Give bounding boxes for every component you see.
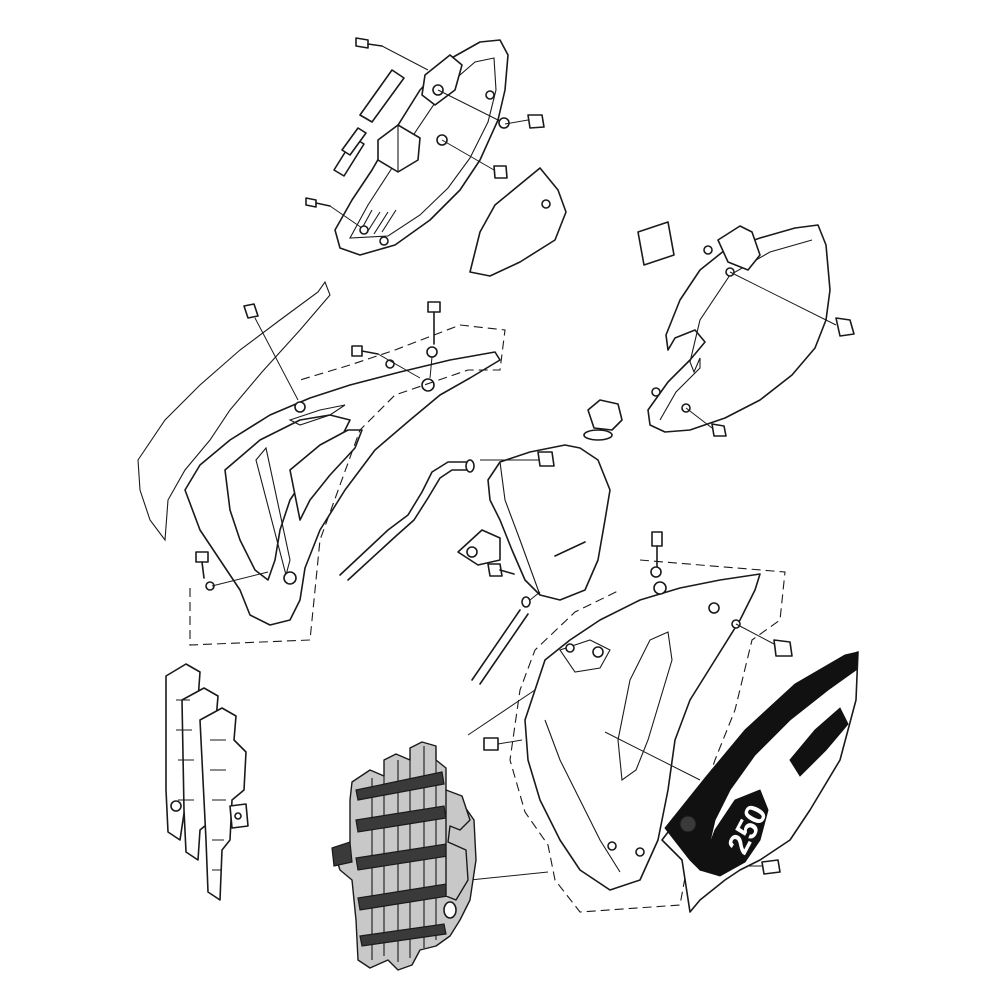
decal-number-field — [699, 789, 769, 877]
cover-damper-strip-1 — [359, 69, 405, 123]
right-shroud-inner-vent — [617, 631, 673, 781]
cover-bracket-upper — [421, 54, 463, 106]
reservoir-drain-hose — [471, 609, 521, 681]
side-cover-assembly — [305, 37, 567, 277]
reservoir-mount-tab — [457, 529, 501, 566]
left-guard-plate-3 — [199, 707, 247, 901]
right-shroud-lower-ridge — [544, 719, 621, 873]
right-guard-bar-5 — [359, 923, 447, 947]
number-plate-assembly — [637, 221, 855, 437]
left-shroud-vent — [289, 429, 363, 521]
decal-accent — [789, 707, 849, 777]
left-shroud-assembly — [137, 280, 506, 646]
reservoir-breather-hose — [339, 461, 471, 576]
tuning-fork-emblem — [679, 815, 697, 833]
cover-plate-hole — [541, 199, 551, 209]
reservoir-tank-body — [487, 444, 611, 601]
cover-lower-hatch — [359, 209, 397, 235]
shroud-decal: 250 — [661, 651, 859, 913]
side-cover-panel — [334, 39, 509, 256]
cover-hardware — [305, 37, 545, 246]
left-shroud-slot — [288, 404, 346, 426]
reservoir-cap-seal — [583, 429, 613, 441]
number-plate-clip — [717, 225, 761, 271]
number-plate-panel — [647, 224, 831, 433]
reservoir-cap — [587, 399, 623, 431]
left-shroud-group-outline — [189, 324, 506, 646]
right-shroud-group-outline — [509, 559, 786, 913]
cover-filter-plate — [469, 167, 567, 277]
reservoir-tank-level-mark — [554, 541, 586, 557]
right-guard-clip — [331, 841, 353, 867]
right-shroud-upper-vent — [559, 639, 611, 673]
frame-outline — [137, 280, 331, 542]
right-radiator-guard — [331, 741, 477, 971]
reservoir-tank-assembly — [339, 399, 623, 685]
right-shroud-panel — [524, 573, 761, 891]
left-radiator-guard — [165, 663, 249, 901]
number-plate-pad — [637, 221, 675, 266]
cover-damper-strip-3 — [341, 127, 367, 156]
right-shroud-assembly — [467, 531, 793, 913]
right-guard-bar-1 — [355, 771, 445, 801]
reservoir-tank-edge — [499, 461, 541, 596]
right-guard-side-bracket — [445, 789, 471, 901]
left-shroud-fin — [255, 446, 291, 578]
